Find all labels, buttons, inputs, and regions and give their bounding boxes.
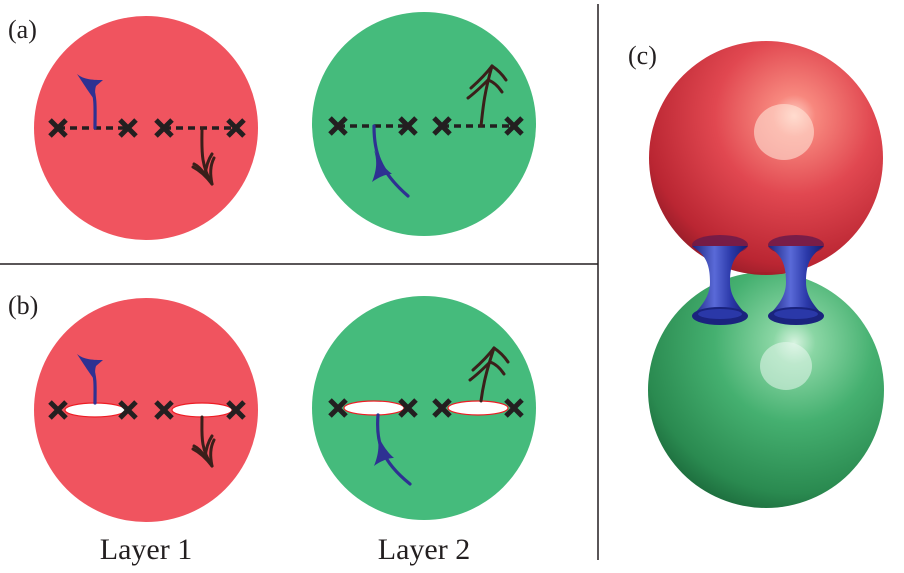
brown-curve-up <box>468 346 510 403</box>
panel-label-b: (b) <box>8 291 38 320</box>
layer2-label: Layer 2 <box>378 533 470 566</box>
branch-point-mark <box>118 118 138 138</box>
branch-point-mark <box>154 118 174 138</box>
panel-c <box>648 41 884 508</box>
panel-b: Layer 1 Layer 2 <box>34 296 536 566</box>
branch-point-mark <box>432 116 452 136</box>
blue-curve-up <box>77 354 103 405</box>
branch-point-mark <box>154 400 174 420</box>
red-sphere-highlight <box>754 104 814 160</box>
branch-point-mark <box>328 116 348 136</box>
slit <box>171 402 233 418</box>
tube-right <box>768 235 824 325</box>
blue-curve-down <box>372 124 410 198</box>
panel-label-c: (c) <box>628 41 657 70</box>
layer1-label: Layer 1 <box>100 533 192 566</box>
slit <box>343 400 405 416</box>
panel-b-layer1-disk <box>34 298 258 522</box>
branch-point-mark <box>48 400 68 420</box>
slit <box>64 402 126 418</box>
slit <box>447 400 509 416</box>
tube-left <box>692 235 748 325</box>
branch-point-mark <box>398 116 418 136</box>
panel-a <box>34 12 536 240</box>
branch-point-mark <box>226 400 246 420</box>
red-sphere <box>649 41 883 275</box>
branch-point-mark <box>328 398 348 418</box>
panel-label-a: (a) <box>8 15 37 44</box>
green-sphere <box>648 272 884 508</box>
branch-point-mark <box>504 398 524 418</box>
branch-point-mark <box>48 118 68 138</box>
branch-point-mark <box>226 118 246 138</box>
blue-curve-up <box>77 74 103 130</box>
branch-point-mark <box>432 398 452 418</box>
branch-point-mark <box>118 400 138 420</box>
brown-curve-down <box>191 126 216 186</box>
panel-a-layer1-disk <box>34 16 258 240</box>
panel-a-layer2-disk <box>312 12 536 236</box>
branch-point-mark <box>504 116 524 136</box>
branch-point-mark <box>398 398 418 418</box>
brown-curve-down <box>191 415 216 468</box>
panel-b-layer2-disk <box>312 296 536 520</box>
green-sphere-highlight <box>760 342 812 390</box>
brown-curve-up <box>466 64 508 128</box>
blue-curve-down <box>374 413 412 486</box>
